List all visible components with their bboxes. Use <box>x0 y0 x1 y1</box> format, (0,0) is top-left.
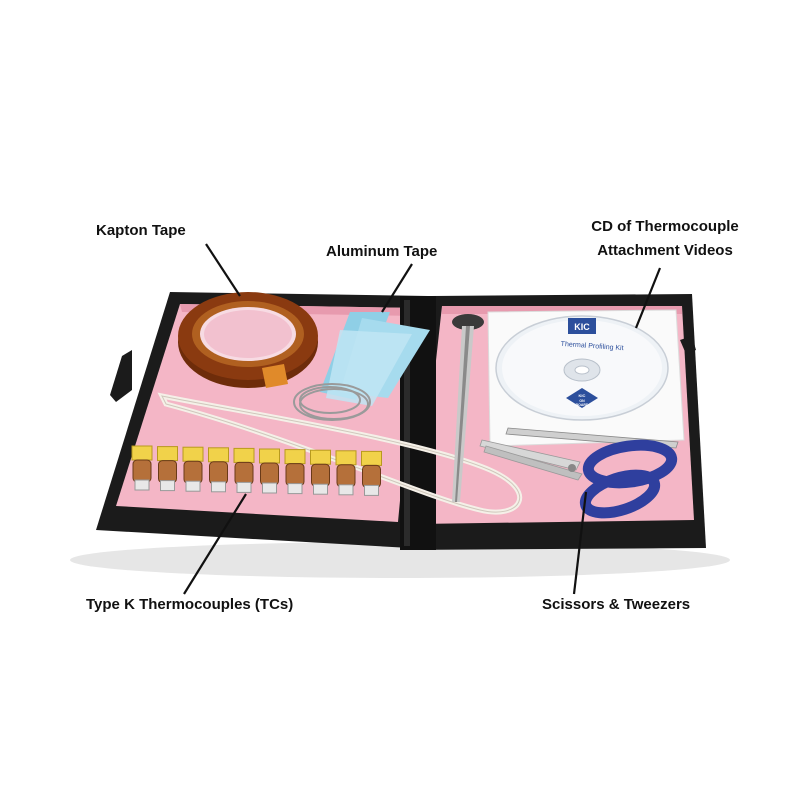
case-shadow <box>70 542 730 578</box>
thermocouple-connector <box>157 446 178 492</box>
thermocouple-connector <box>182 446 204 492</box>
leader-lines <box>183 243 662 595</box>
thermocouple-connector <box>310 449 331 495</box>
label-cd-line1: CD of Thermocouple <box>591 218 739 235</box>
aluminum-tape <box>320 312 430 406</box>
kic-logo <box>568 318 596 334</box>
kapton-tape-roll <box>178 292 318 388</box>
thermocouple-leader <box>183 493 247 595</box>
thermocouple-connector <box>284 449 306 495</box>
label-thermocouples: Type K Thermocouples (TCs) <box>86 596 294 613</box>
kapton-leader <box>205 243 241 297</box>
cd-title: Thermal Profiling Kit <box>560 341 623 352</box>
cd-disc: KIC Thermal Profiling Kit KIC ON BOARD <box>495 315 669 421</box>
thermocouple-connector <box>259 448 280 494</box>
cd-leader <box>634 267 662 329</box>
label-kapton-tape: Kapton Tape <box>96 222 186 239</box>
label-aluminum-tape: Aluminum Tape <box>326 243 438 260</box>
thermocouple-connector <box>233 447 255 493</box>
case-latch <box>110 350 132 402</box>
aluminum-leader <box>381 263 413 313</box>
wire-coil <box>293 383 371 421</box>
svg-text:BOARD: BOARD <box>576 403 589 407</box>
kic-logo-text: KIC <box>574 322 590 332</box>
kic-on-board-badge <box>566 388 598 408</box>
thermocouple-connectors <box>131 445 382 496</box>
svg-text:KIC: KIC <box>579 393 586 398</box>
thermocouple-connector <box>208 447 229 493</box>
label-scissors-tweezers: Scissors & Tweezers <box>542 596 691 613</box>
thermocouple-connector <box>361 450 382 496</box>
svg-text:ON: ON <box>579 399 585 403</box>
scissors <box>479 439 678 519</box>
attachment-probe <box>452 314 484 502</box>
scissors-leader <box>572 491 588 595</box>
thermocouple-connector <box>335 450 357 496</box>
label-cd-line2: Attachment Videos <box>597 242 733 259</box>
thermocouple-connector <box>131 445 153 491</box>
